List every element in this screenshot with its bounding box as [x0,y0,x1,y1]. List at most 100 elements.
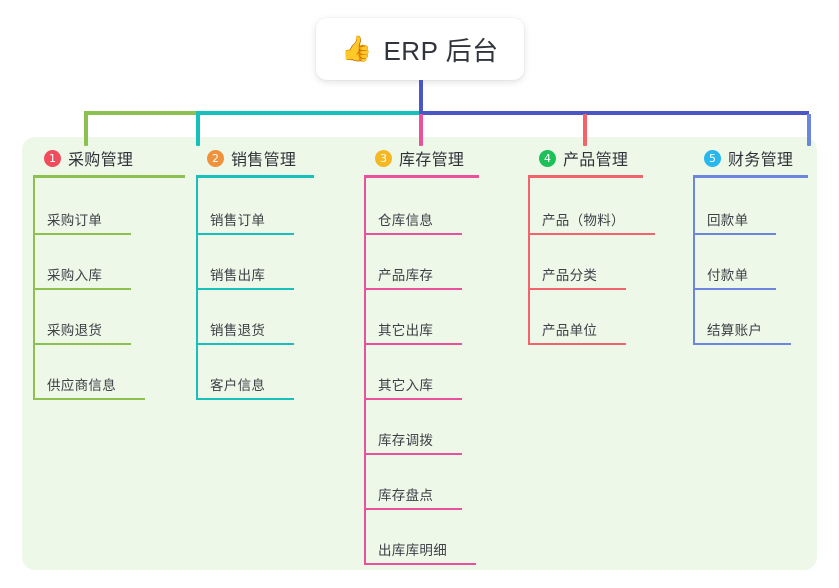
branch-column-4: 4 产品管理产品（物料） 产品分类产品单位 [528,145,655,345]
bus-segment-sales [196,111,421,115]
branch-header-rule-3 [364,175,479,178]
leaf-node[interactable]: 采购退货 [33,315,131,345]
leaf-node[interactable]: 供应商信息 [33,370,145,400]
branch-header-rule-4 [528,175,643,178]
leaf-node-rule [364,508,462,510]
leaf-node-rule [693,233,776,235]
leaf-node[interactable]: 产品（物料） [528,205,655,235]
leaf-node[interactable]: 销售退货 [196,315,294,345]
branch-header-rule-1 [33,175,185,178]
bus-segment-finance [419,111,809,115]
leaf-node-label: 回款单 [707,213,749,228]
branch-badge-2: 2 [207,149,224,167]
leaf-node-rule [364,563,476,565]
root-stem-connector [419,80,423,114]
leaf-node-rule [528,288,626,290]
drop-product [583,114,587,146]
leaf-node-rule [33,233,131,235]
leaf-node[interactable]: 其它出库 [364,315,462,345]
leaf-node-label: 产品单位 [542,323,598,338]
leaf-node-label: 库存调拨 [378,433,434,448]
leaf-node[interactable]: 销售订单 [196,205,294,235]
leaf-node[interactable]: 产品库存 [364,260,462,290]
branch-badge-3: 3 [375,149,392,167]
thumbs-up-icon: 👍 [341,34,373,63]
leaf-node[interactable]: 采购订单 [33,205,131,235]
root-node-card[interactable]: 👍 ERP 后台 [316,18,524,80]
leaf-node-label: 付款单 [707,268,749,283]
leaf-node-label: 其它出库 [378,323,434,338]
leaf-node-rule [33,288,131,290]
leaf-node-label: 其它入库 [378,378,434,393]
leaf-node-rule [33,343,131,345]
root-node-title: ERP 后台 [383,35,499,66]
leaf-node-label: 采购退货 [47,323,103,338]
drop-inventory [419,114,423,146]
leaf-node[interactable]: 销售出库 [196,260,294,290]
branch-column-3: 3 库存管理仓库信息产品库存其它出库其它入库库存调拨库存盘点出库库明细 [364,145,479,565]
leaf-node-label: 采购订单 [47,213,103,228]
leaf-node[interactable]: 结算账户 [693,315,791,345]
leaf-node-rule [364,233,462,235]
branch-title-1: 采购管理 [68,152,134,169]
branch-spine-3 [364,178,366,565]
branch-title-2: 销售管理 [231,152,297,169]
branch-spine-5 [693,178,695,345]
leaf-node[interactable]: 出库库明细 [364,535,476,565]
branch-header-rule-2 [196,175,314,178]
leaf-node[interactable]: 回款单 [693,205,776,235]
leaf-node-label: 出库库明细 [378,543,447,558]
branch-title-5: 财务管理 [728,152,794,169]
branch-title-4: 产品管理 [563,152,629,169]
leaf-node-rule [528,233,655,235]
drop-finance [807,114,811,146]
bus-segment-procurement [84,111,196,115]
leaf-node-rule [528,343,626,345]
leaf-node[interactable]: 采购入库 [33,260,131,290]
branch-header-4[interactable]: 4 产品管理 [528,145,643,171]
leaf-node[interactable]: 客户信息 [196,370,294,400]
leaf-node[interactable]: 产品分类 [528,260,626,290]
leaf-node-label: 供应商信息 [47,378,116,393]
leaf-node-label: 客户信息 [210,378,266,393]
branch-header-5[interactable]: 5 财务管理 [693,145,808,171]
branch-badge-4: 4 [539,149,556,167]
branches-panel [22,137,817,570]
leaf-node-label: 销售出库 [210,268,266,283]
leaf-node-rule [196,343,294,345]
leaf-node[interactable]: 库存盘点 [364,480,462,510]
leaf-node-rule [364,288,462,290]
leaf-node-rule [33,398,145,400]
root-node-content: 👍 ERP 后台 [341,31,498,68]
leaf-node-label: 产品分类 [542,268,598,283]
drop-sales [196,114,200,146]
leaf-node[interactable]: 库存调拨 [364,425,462,455]
leaf-node-label: 产品库存 [378,268,434,283]
leaf-node[interactable]: 付款单 [693,260,776,290]
branch-title-3: 库存管理 [399,152,465,169]
leaf-node-label: 采购入库 [47,268,103,283]
leaf-node-rule [364,398,462,400]
leaf-node[interactable]: 仓库信息 [364,205,462,235]
branch-spine-4 [528,178,530,345]
leaf-node-rule [364,343,462,345]
leaf-node-rule [196,398,294,400]
leaf-node-rule [693,343,791,345]
leaf-node-rule [196,288,294,290]
leaf-node-label: 仓库信息 [378,213,434,228]
leaf-node[interactable]: 产品单位 [528,315,626,345]
drop-procurement [84,114,88,146]
leaf-node-label: 结算账户 [707,323,763,338]
leaf-node-label: 销售退货 [210,323,266,338]
leaf-node-rule [364,453,462,455]
branch-header-3[interactable]: 3 库存管理 [364,145,479,171]
leaf-node[interactable]: 其它入库 [364,370,462,400]
branch-column-2: 2 销售管理销售订单销售出库销售退货客户信息 [196,145,314,400]
leaf-node-label: 库存盘点 [378,488,434,503]
branch-badge-5: 5 [704,149,721,167]
branch-header-2[interactable]: 2 销售管理 [196,145,314,171]
branch-header-rule-5 [693,175,808,178]
